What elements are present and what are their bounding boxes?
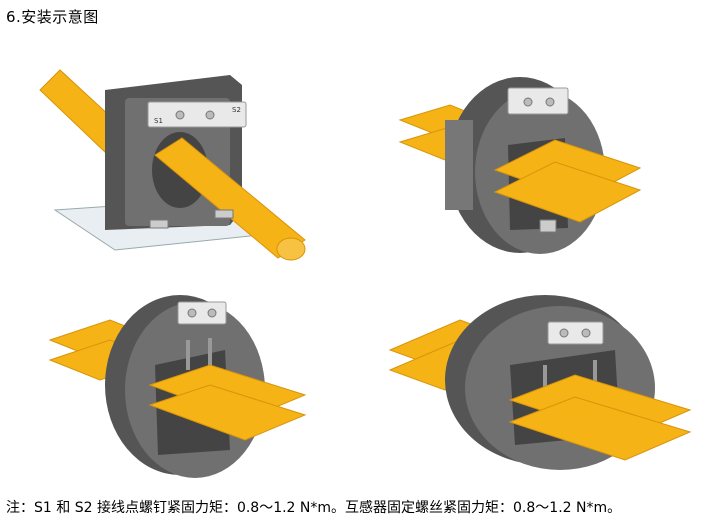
page-title: 6.安装示意图 xyxy=(6,8,99,26)
terminal-screw-s1 xyxy=(523,97,533,107)
terminal-screw-s2 xyxy=(207,308,217,318)
terminal-label-s2: S2 xyxy=(232,106,241,114)
terminal-screw-s1 xyxy=(559,328,569,338)
terminal-screw-s1 xyxy=(187,308,197,318)
terminal-screw-s1 xyxy=(175,110,185,120)
busbar-lower-front xyxy=(493,161,642,223)
busbar-lower-front xyxy=(508,396,692,461)
terminal-block xyxy=(177,301,227,325)
figure-round-ct-busbar-a xyxy=(398,77,642,254)
ct-body-side-panel xyxy=(445,120,473,210)
mounting-foot-right xyxy=(214,209,234,219)
figure-square-ct-round-bar: S1 S2 xyxy=(39,69,306,261)
installation-note: 注：S1 和 S2 接线点螺钉紧固力矩：0.8～1.2 N*m。互感器固定螺丝紧… xyxy=(6,500,622,516)
terminal-screw-s2 xyxy=(205,110,215,120)
terminal-block xyxy=(547,321,604,345)
figure-round-ct-busbar-b xyxy=(48,295,307,478)
busbar-lower-front xyxy=(148,384,307,441)
terminal-screw-s2 xyxy=(581,328,591,338)
mounting-foot xyxy=(539,219,557,233)
terminal-screw-s2 xyxy=(545,97,555,107)
terminal-block xyxy=(507,87,569,115)
figure-oval-ct-busbar xyxy=(388,295,692,470)
terminal-label-s1: S1 xyxy=(154,117,163,125)
conductor-rod-end xyxy=(276,237,306,261)
mounting-foot-left xyxy=(149,219,169,229)
conductor-rod-front xyxy=(154,137,306,259)
terminal-block xyxy=(147,101,247,128)
